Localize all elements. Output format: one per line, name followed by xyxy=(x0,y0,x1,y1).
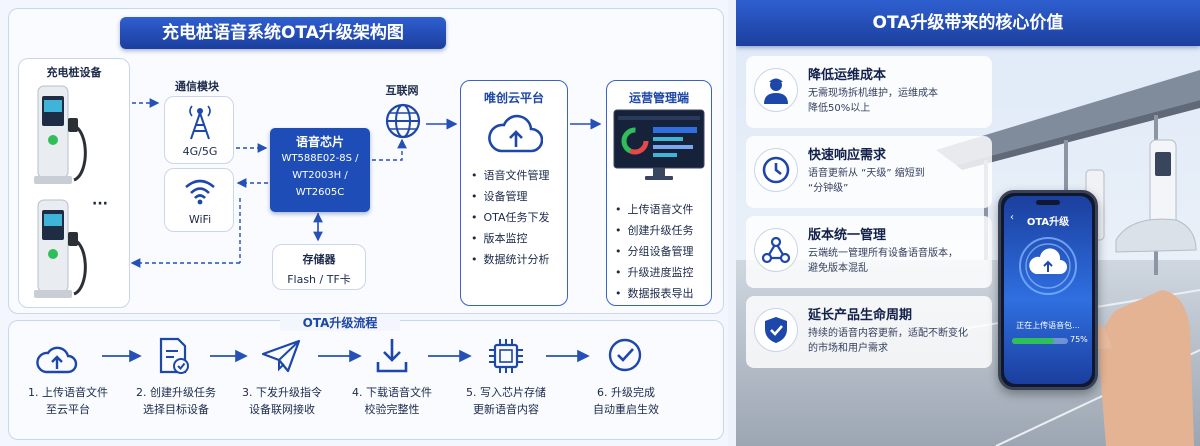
wifi-icon xyxy=(183,177,217,205)
value-title: 降低运维成本 xyxy=(808,64,886,83)
value-desc: 语音更新从 “天级” 缩短到 xyxy=(808,166,925,181)
comm-module-title: 通信模块 xyxy=(164,78,230,94)
flow-step-line: 设备联网接收 xyxy=(232,401,332,418)
cloud-platform-title: 唯创云平台 xyxy=(461,89,567,106)
upload-cloud-icon xyxy=(487,111,543,157)
flow-step-line: 4. 下载语音文件 xyxy=(342,384,442,401)
value-desc: 的市场和用户需求 xyxy=(808,341,888,356)
upload-progress-text: 75% xyxy=(1070,335,1088,344)
shield-check-icon xyxy=(761,315,791,345)
ops-feature-item: 数据报表导出 xyxy=(615,283,694,304)
ev-charger-icon xyxy=(30,198,96,304)
upload-progress-track xyxy=(1012,338,1068,344)
chip-model: WT2003H / xyxy=(270,167,370,184)
flow-step-line: 1. 上传语音文件 xyxy=(18,384,118,401)
value-desc: 无需现场拆机维护，运维成本 xyxy=(808,86,938,101)
value-icon-wrap xyxy=(754,148,798,192)
wifi-label: WiFi xyxy=(165,213,235,226)
flow-step-line: 更新语音内容 xyxy=(456,401,556,418)
core-value-panel: OTA升级带来的核心价值 降低运维成本 无需现场拆机维护，运维成本 降低50%以… xyxy=(736,0,1200,446)
voice-chip-title: 语音芯片 xyxy=(270,133,370,150)
chip-model: WT588E02-8S / xyxy=(270,150,370,167)
value-desc: 持续的语音内容更新，适配不断变化 xyxy=(808,326,968,341)
flow-step: 5. 写入芯片存储 更新语音内容 xyxy=(456,384,556,418)
value-title: 快速响应需求 xyxy=(808,144,886,163)
value-title: 延长产品生命周期 xyxy=(808,304,912,323)
flow-step-line: 5. 写入芯片存储 xyxy=(456,384,556,401)
storage-detail: Flash / TF卡 xyxy=(273,271,365,287)
flow-step: 6. 升级完成 自动重启生效 xyxy=(576,384,676,418)
device-group-title: 充电桩设备 xyxy=(18,64,130,80)
app-title: OTA升级 xyxy=(1004,213,1092,228)
value-card: 版本统一管理 云端统一管理所有设备语音版本， 避免版本混乱 xyxy=(746,216,992,288)
value-icon-wrap xyxy=(754,228,798,272)
value-desc: 避免版本混乱 xyxy=(808,261,868,276)
ops-feature-item: 升级进度监控 xyxy=(615,262,694,283)
cellular-label: 4G/5G xyxy=(165,145,235,158)
cell-tower-icon xyxy=(185,103,215,141)
value-desc: 降低50%以上 xyxy=(808,101,870,116)
globe-icon xyxy=(384,102,422,140)
cloud-feature-item: 数据统计分析 xyxy=(471,249,550,270)
architecture-diagram: 充电桩语音系统OTA升级架构图 充电桩设备 xyxy=(0,0,728,446)
value-panel-title: OTA升级带来的核心价值 xyxy=(736,0,1200,46)
flow-step-line: 6. 升级完成 xyxy=(576,384,676,401)
upload-cloud-icon xyxy=(1018,236,1078,296)
ops-feature-item: 上传语音文件 xyxy=(615,199,694,220)
cloud-feature-item: OTA任务下发 xyxy=(471,207,550,228)
flow-step-line: 校验完整性 xyxy=(342,401,442,418)
cloud-platform-box: 唯创云平台 语音文件管理 设备管理 OTA任务下发 版本监控 数据统计分析 xyxy=(460,80,568,306)
value-desc: “分钟级” xyxy=(808,181,848,196)
cloud-feature-item: 语音文件管理 xyxy=(471,165,550,186)
voice-chip-box: 语音芯片 WT588E02-8S / WT2003H / WT2605C xyxy=(270,128,370,212)
dashboard-monitor-icon xyxy=(613,109,705,183)
clock-icon xyxy=(761,155,791,185)
flow-step: 3. 下发升级指令 设备联网接收 xyxy=(232,384,332,418)
value-card: 延长产品生命周期 持续的语音内容更新，适配不断变化 的市场和用户需求 xyxy=(746,296,992,368)
chip-model: WT2605C xyxy=(270,184,370,201)
internet-label: 互联网 xyxy=(378,82,426,98)
smartphone: ‹ OTA升级 正在上传语音包... 75% xyxy=(998,190,1098,390)
storage-box: 存储器 Flash / TF卡 xyxy=(272,244,366,290)
ev-charger-icon xyxy=(30,84,96,188)
phone-screen: ‹ OTA升级 正在上传语音包... 75% xyxy=(1004,196,1092,384)
cloud-feature-item: 版本监控 xyxy=(471,228,550,249)
flow-step-line: 选择目标设备 xyxy=(126,401,226,418)
flow-arrows xyxy=(0,340,728,370)
cloud-feature-list: 语音文件管理 设备管理 OTA任务下发 版本监控 数据统计分析 xyxy=(471,165,550,270)
ops-management-box: 运营管理端 上传语音文件 创建升级任务 分组设备管理 升级进度监控 数据报表导出 xyxy=(606,80,712,306)
engineer-icon xyxy=(761,75,791,105)
value-card: 降低运维成本 无需现场拆机维护，运维成本 降低50%以上 xyxy=(746,56,992,128)
upload-status-text: 正在上传语音包... xyxy=(1004,320,1092,331)
value-desc: 云端统一管理所有设备语音版本， xyxy=(808,246,958,261)
flow-step: 4. 下载语音文件 校验完整性 xyxy=(342,384,442,418)
cloud-feature-item: 设备管理 xyxy=(471,186,550,207)
ops-management-title: 运营管理端 xyxy=(607,89,711,106)
ops-feature-item: 创建升级任务 xyxy=(615,220,694,241)
more-devices-ellipsis: ··· xyxy=(92,196,108,212)
cellular-module-box: 4G/5G xyxy=(164,96,234,164)
ops-feature-list: 上传语音文件 创建升级任务 分组设备管理 升级进度监控 数据报表导出 xyxy=(615,199,694,304)
upload-progress-fill xyxy=(1012,338,1054,344)
value-icon-wrap xyxy=(754,68,798,112)
wifi-module-box: WiFi xyxy=(164,168,234,232)
ota-flow-title: OTA升级流程 xyxy=(280,314,400,331)
flow-step: 2. 创建升级任务 选择目标设备 xyxy=(126,384,226,418)
flow-step-line: 2. 创建升级任务 xyxy=(126,384,226,401)
flow-step-line: 3. 下发升级指令 xyxy=(232,384,332,401)
value-card: 快速响应需求 语音更新从 “天级” 缩短到 “分钟级” xyxy=(746,136,992,208)
flow-step: 1. 上传语音文件 至云平台 xyxy=(18,384,118,418)
storage-title: 存储器 xyxy=(273,251,365,267)
value-title: 版本统一管理 xyxy=(808,224,886,243)
phone-notch xyxy=(1036,200,1060,205)
network-nodes-icon xyxy=(761,235,791,265)
flow-step-line: 自动重启生效 xyxy=(576,401,676,418)
ops-feature-item: 分组设备管理 xyxy=(615,241,694,262)
flow-step-line: 至云平台 xyxy=(18,401,118,418)
value-icon-wrap xyxy=(754,308,798,352)
